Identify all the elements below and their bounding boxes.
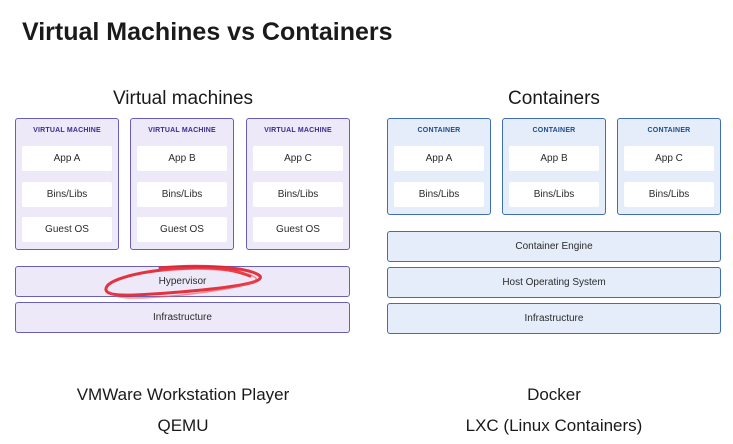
bins-libs-row: Bins/Libs: [394, 182, 484, 207]
vm-card-c: VIRTUAL MACHINE App C Bins/Libs Guest OS: [246, 118, 350, 250]
containers-heading: Containers: [508, 88, 600, 109]
container-example-1: Docker: [527, 385, 581, 404]
vm-card-b: VIRTUAL MACHINE App B Bins/Libs Guest OS: [130, 118, 234, 250]
container-card-label: CONTAINER: [647, 127, 691, 134]
vm-card-a: VIRTUAL MACHINE App A Bins/Libs Guest OS: [15, 118, 119, 250]
container-card-b: CONTAINER App B Bins/Libs: [502, 118, 606, 215]
bins-libs-row: Bins/Libs: [253, 182, 343, 207]
guest-os-row: Guest OS: [137, 217, 227, 242]
container-card-label: CONTAINER: [532, 127, 576, 134]
bins-libs-row: Bins/Libs: [509, 182, 599, 207]
vm-card-label: VIRTUAL MACHINE: [148, 127, 216, 134]
container-card-a: CONTAINER App A Bins/Libs: [387, 118, 491, 215]
container-engine-layer: Container Engine: [387, 231, 721, 262]
host-os-layer: Host Operating System: [387, 267, 721, 298]
guest-os-row: Guest OS: [22, 217, 112, 242]
page-title: Virtual Machines vs Containers: [22, 18, 393, 46]
app-a-row: App A: [22, 146, 112, 171]
vm-card-label: VIRTUAL MACHINE: [264, 127, 332, 134]
container-example-2: LXC (Linux Containers): [465, 416, 643, 435]
bins-libs-row: Bins/Libs: [137, 182, 227, 207]
bins-libs-row: Bins/Libs: [22, 182, 112, 207]
container-card-label: CONTAINER: [417, 127, 461, 134]
hypervisor-layer: Hypervisor: [15, 266, 350, 297]
app-b-row: App B: [137, 146, 227, 171]
vm-example-2: QEMU: [157, 416, 209, 435]
vm-card-label: VIRTUAL MACHINE: [33, 127, 101, 134]
vm-infrastructure-layer: Infrastructure: [15, 302, 350, 333]
guest-os-row: Guest OS: [253, 217, 343, 242]
vm-example-1: VMWare Workstation Player: [76, 385, 290, 404]
bins-libs-row: Bins/Libs: [624, 182, 714, 207]
container-card-c: CONTAINER App C Bins/Libs: [617, 118, 721, 215]
app-b-row: App B: [509, 146, 599, 171]
app-c-row: App C: [624, 146, 714, 171]
app-c-row: App C: [253, 146, 343, 171]
app-a-row: App A: [394, 146, 484, 171]
vm-heading: Virtual machines: [112, 88, 254, 109]
container-infrastructure-layer: Infrastructure: [387, 303, 721, 334]
